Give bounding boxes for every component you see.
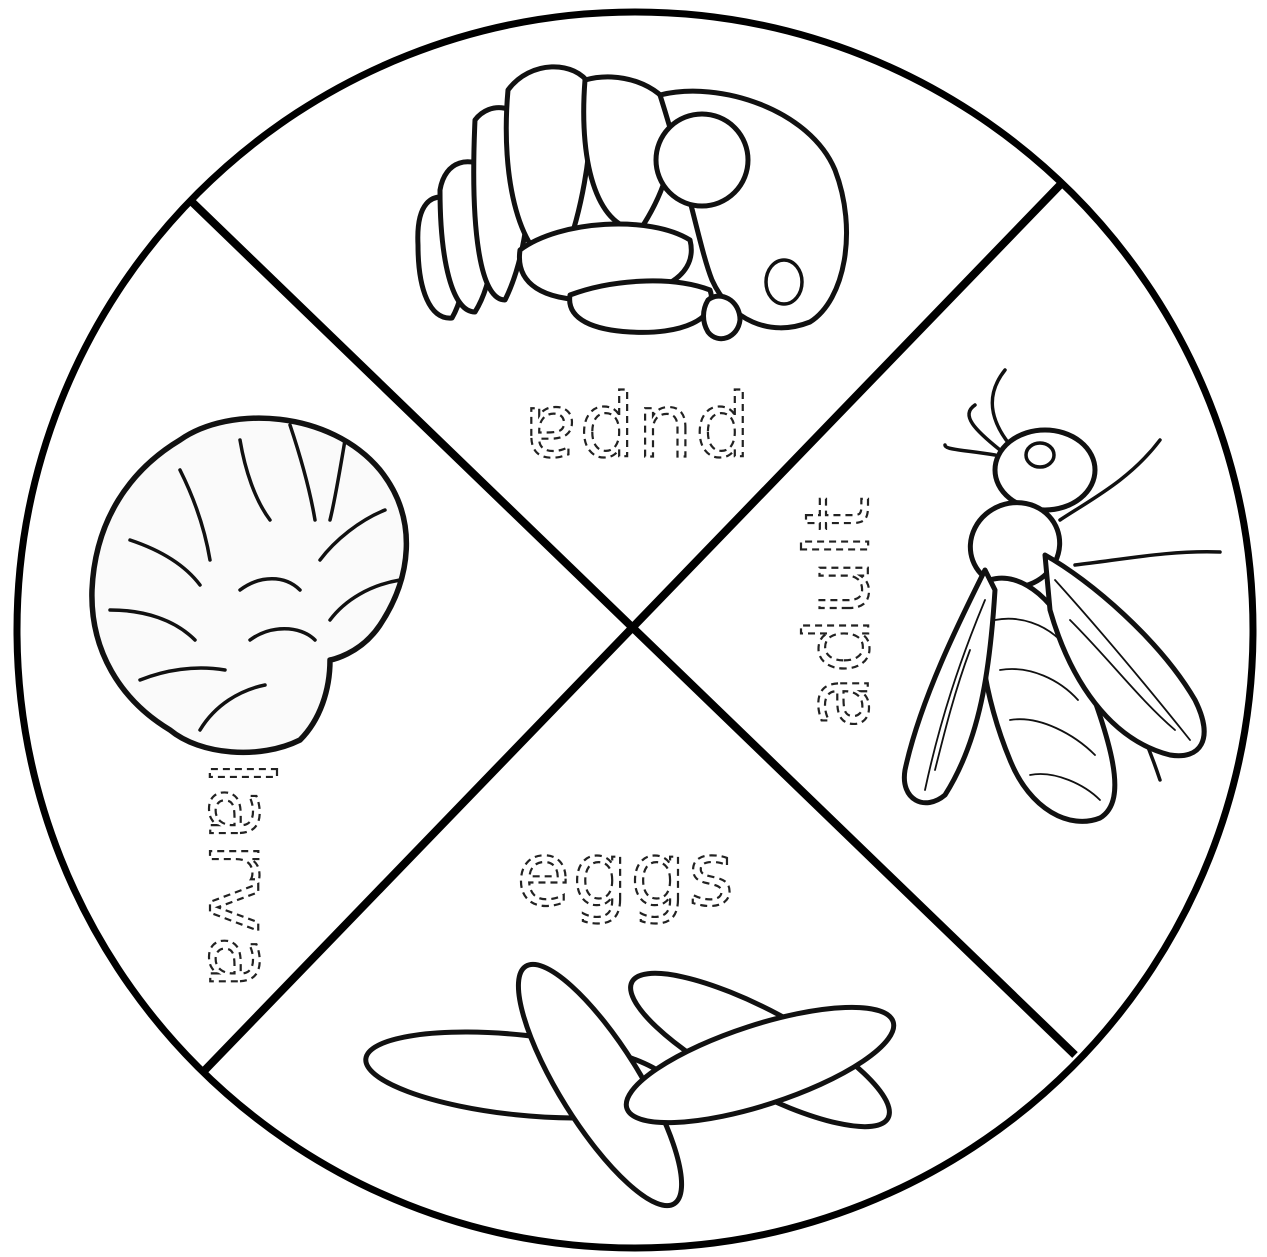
adult-label: adult <box>786 495 889 730</box>
larva-label: larva <box>189 761 292 992</box>
eggs-label: eggs <box>516 823 736 926</box>
pupa-label: pupa <box>521 387 750 490</box>
